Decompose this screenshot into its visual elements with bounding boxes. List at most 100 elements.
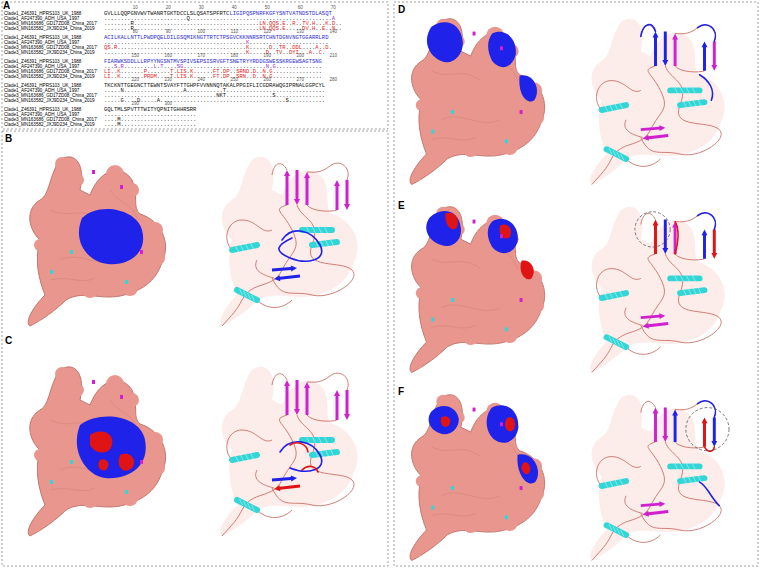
beta-strand [334,390,340,420]
beta-strand [653,408,659,442]
sequence-name: Clade1_AF247390_ADH_USA_1997 [4,16,79,21]
structure-shape [307,437,310,443]
cartoon-model [220,157,357,326]
ruler-number: 260 [264,77,272,82]
structure-shape [125,393,139,407]
structure-shape [331,240,334,246]
structure-shape [610,105,613,111]
structure-shape [410,395,545,561]
structure-shape [613,338,616,344]
sequence-name: Clade1_AF247390_ADH_USA_1997 [4,112,79,117]
structure-shape [410,19,545,185]
structure-shape [246,244,249,250]
beta-strand [643,134,669,141]
ruler-number: 240 [198,77,206,82]
coil-loop [307,163,348,211]
epitope-loop [280,442,322,471]
alpha-helix [607,337,627,347]
structure-shape [621,154,624,160]
structure-shape [620,103,623,109]
ruler-number: 200 [297,53,305,58]
structure-shape [313,227,316,233]
sequence-name: Clade3_MN163582_JXJ9D234_China_2019 [4,98,95,103]
structure-shape [55,367,69,381]
structure-shape [244,291,247,297]
ruler-number: 20 [166,5,171,10]
structure-shape [686,463,689,469]
sequence-name: Clade3_MN163686_GD17ZD08_China_2017 [4,21,97,26]
structure-shape [605,482,608,488]
structure-shape [147,222,163,238]
structure-shape [473,408,476,412]
structure-shape [500,422,503,426]
alpha-helix [670,275,699,281]
surface-model [410,395,545,561]
coil-loop [625,496,661,543]
epitope-loop [698,213,716,230]
panel-letter: F [398,386,404,397]
structure-shape [502,139,518,155]
structure-shape [125,183,139,197]
beta-strand [662,408,668,442]
epitope-patch [488,219,518,253]
epitope-loop [279,231,322,261]
structure-shape [252,295,255,301]
alpha-helix [602,105,627,110]
ruler-number: 120 [264,29,272,34]
structure-shape [683,290,686,296]
structure-shape [683,102,686,108]
ruler-number: 190 [264,53,272,58]
epitope-patch [77,417,146,479]
structure-shape [688,289,691,295]
coil-loop [307,373,348,421]
beta-strand [344,390,350,420]
structure-shape [82,492,98,508]
ruler-number: 230 [165,77,173,82]
alpha-helix [302,437,332,443]
ruler-number: 70 [331,5,336,10]
ruler-number: 130 [297,29,305,34]
ruler-number: 40 [232,5,237,10]
sequence-name: Clade1_Z46391_HPRS103_UK_1988 [4,35,81,40]
panel-letter: D [398,4,405,15]
beta-strand [641,125,666,131]
alpha-helix [607,149,627,159]
structure-shape [319,437,322,443]
structure-shape [605,294,608,300]
epitope-patch [445,213,458,230]
structure-shape [325,227,328,233]
coil-loop [597,25,656,110]
coil-loop [625,120,661,167]
sequence-name: Clade1_Z46391_HPRS103_UK_1988 [4,59,81,64]
structure-shape [252,505,255,511]
structure-shape [426,331,438,343]
structure-shape [419,442,433,456]
coil-loop [641,442,721,531]
structure-shape [502,515,518,531]
structure-shape [463,141,479,157]
coil-loop [272,205,354,296]
ruler-number: 180 [231,53,239,58]
structure-shape [147,432,163,448]
structure-shape [416,99,428,111]
sequence-row: ....M....................... [104,122,196,127]
coil-loop [625,308,661,355]
surface-model [28,367,165,536]
ruler-number: 80 [133,29,138,34]
structure-shape [500,46,503,50]
structure-shape [37,205,51,219]
beta-strand [643,510,669,517]
ruler-number: 140 [330,29,338,34]
structure-shape [530,111,544,125]
structure-shape [590,395,725,561]
structure-shape [140,250,143,254]
beta-strand [662,32,668,66]
structure-shape [240,499,243,505]
alpha-helix [602,293,627,298]
sequence-name: Clade3_MN163686_GD17ZD08_China_2017 [4,93,97,98]
structure-shape [414,361,422,369]
beta-strand [672,222,678,254]
epitope-patch [487,405,519,443]
alpha-helix [670,87,699,93]
panel-letter: A [3,0,10,11]
